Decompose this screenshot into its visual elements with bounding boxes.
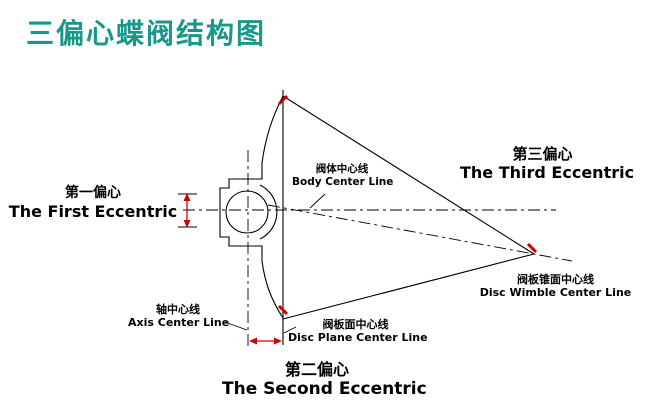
first-eccentric-en: The First Eccentric [8, 201, 178, 221]
label-disc-plane-center-line: 阀板面中心线 Disc Plane Center Line [288, 318, 428, 345]
body-center-zh: 阀体中心线 [315, 163, 369, 175]
second-eccentric-zh: 第二偏心 [284, 360, 349, 379]
first-eccentric-arrowhead-up [183, 193, 191, 201]
first-eccentric-arrowhead-down [183, 220, 191, 228]
disc-wimble-en: Disc Wimble Center Line [479, 286, 632, 300]
axis-center-zh: 轴中心线 [156, 303, 200, 316]
disc-top-tick [277, 94, 289, 106]
disc-plane-en: Disc Plane Center Line [288, 331, 428, 345]
label-first-eccentric: 第一偏心 The First Eccentric [8, 185, 178, 221]
label-disc-wimble-center-line: 阀板锥面中心线 Disc Wimble Center Line [478, 273, 633, 299]
wimble-centerline [267, 204, 573, 262]
shaft-circle [225, 190, 269, 234]
second-eccentric-arrowhead-right [274, 337, 282, 345]
axis-label-leader [224, 321, 248, 331]
third-eccentric-en: The Third Eccentric [460, 163, 635, 182]
second-eccentric-arrowhead-left [249, 337, 257, 345]
label-axis-center-line: 轴中心线 Axis Center Line [128, 303, 230, 330]
body-center-label-leader [309, 193, 326, 209]
label-body-center-line: 阀体中心线 Body Center Line [292, 163, 394, 188]
page-title: 三偏心蝶阀结构图 [26, 17, 267, 50]
body-center-en: Body Center Line [292, 175, 394, 188]
disc-plane-zh: 阀板面中心线 [322, 318, 389, 331]
axis-center-en: Axis Center Line [128, 316, 230, 330]
shaft-boss-arc [259, 184, 278, 240]
third-eccentric-zh: 第三偏心 [512, 145, 573, 163]
third-eccentric-tick [526, 242, 538, 254]
disc-plane-label-leader [283, 326, 297, 334]
label-second-eccentric: 第二偏心 The Second Eccentric [222, 360, 427, 400]
disc-wimble-zh: 阀板锥面中心线 [517, 273, 594, 286]
disc-bottom-tick [277, 304, 289, 316]
cone-bottom-edge [282, 253, 535, 320]
valve-body-outline [219, 95, 284, 319]
first-eccentric-zh: 第一偏心 [65, 185, 121, 201]
label-third-eccentric: 第三偏心 The Third Eccentric [460, 145, 635, 182]
cone-top-edge [282, 95, 535, 255]
second-eccentric-en: The Second Eccentric [222, 379, 427, 400]
